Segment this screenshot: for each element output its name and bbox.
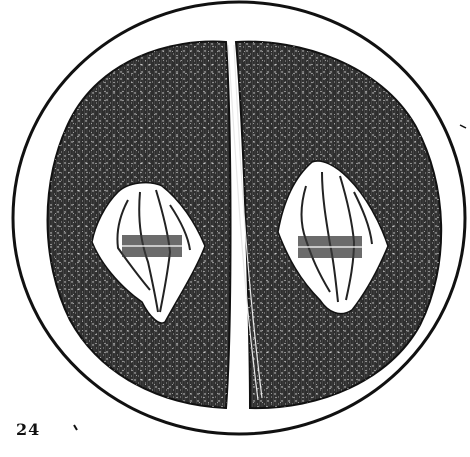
figure-number: 24 <box>16 420 40 439</box>
